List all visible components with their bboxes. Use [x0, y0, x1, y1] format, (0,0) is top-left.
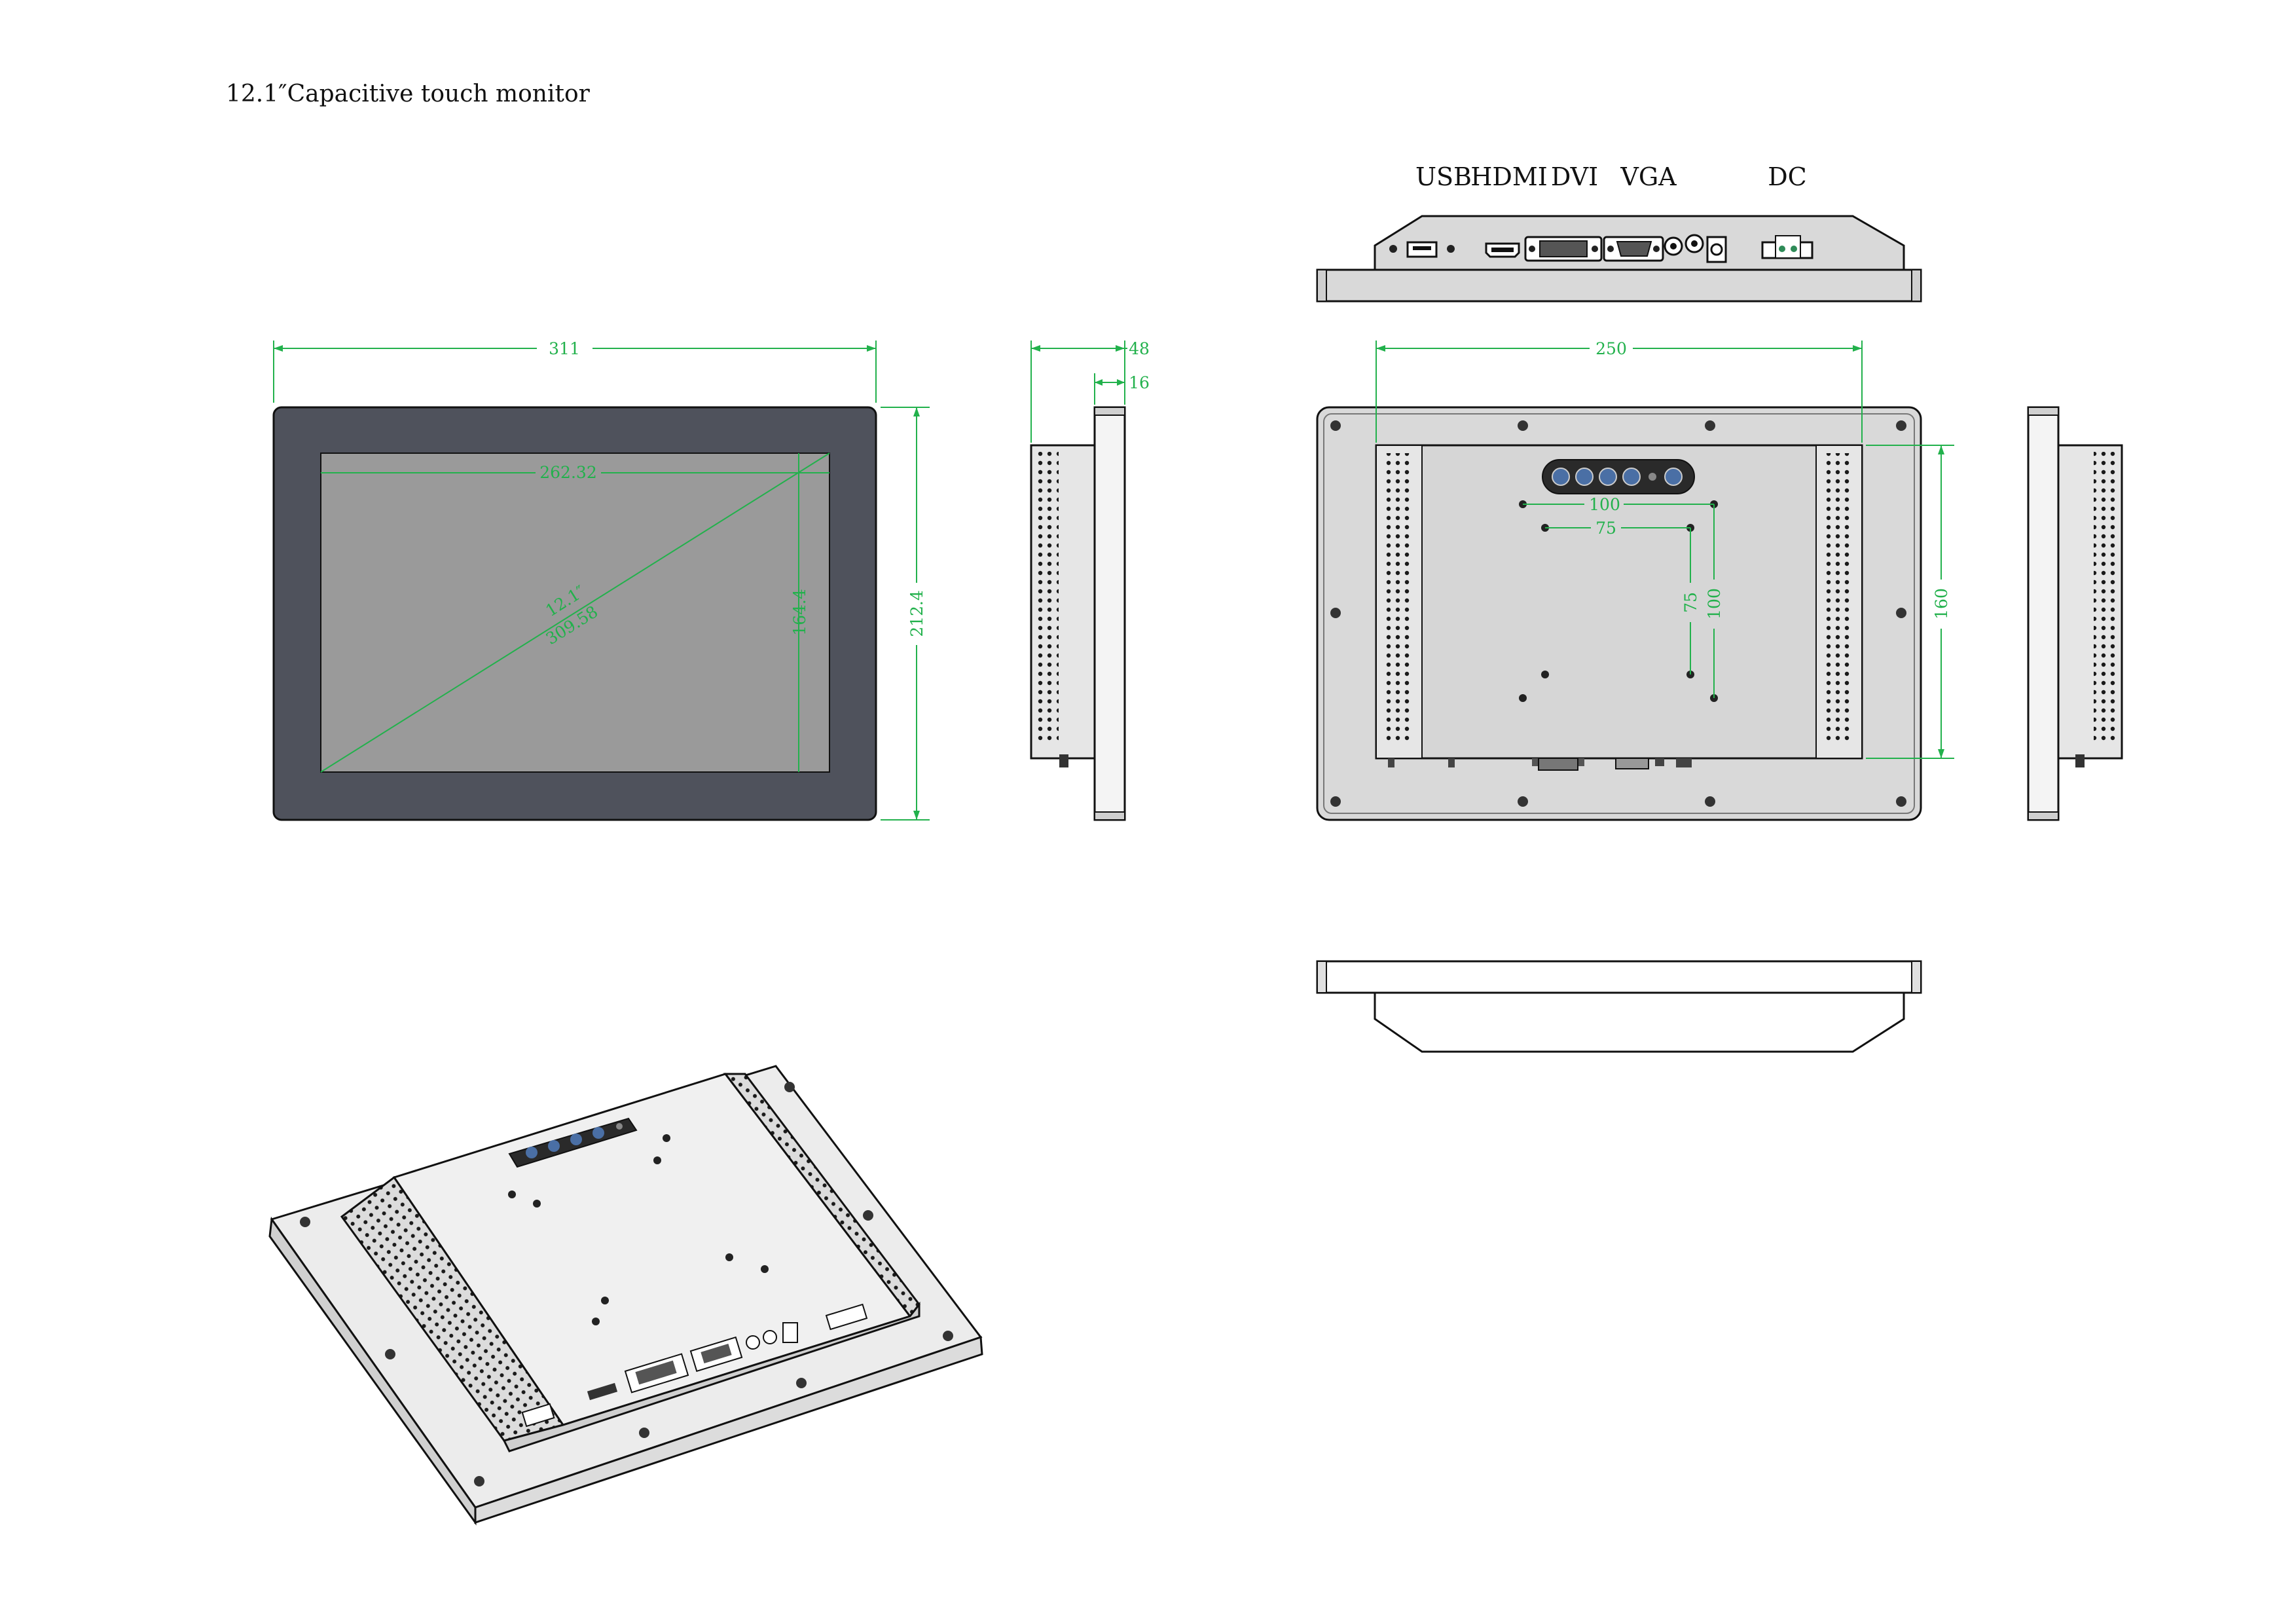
side-vent-grille — [1036, 452, 1059, 741]
iso-port-face — [502, 1301, 920, 1452]
back-height-label: 160 — [1932, 588, 1951, 619]
front-width-label: 311 — [549, 339, 580, 358]
bottom-view — [1316, 960, 1922, 1053]
side-bezel — [1093, 406, 1126, 821]
vga-label: VGA — [1620, 162, 1677, 191]
back-view: 100 75 75 100 250 160 — [1316, 339, 1954, 821]
dvi-label: DVI — [1551, 162, 1598, 191]
active-width-label: 262.32 — [539, 463, 596, 482]
usb-label: USB — [1415, 162, 1472, 191]
osd-button-strip — [1542, 459, 1695, 494]
drawing-title: 12.1″Capacitive touch monitor — [226, 81, 591, 107]
front-height-label: 212.4 — [907, 590, 926, 637]
back-width-label: 250 — [1595, 339, 1627, 358]
ports-view: USB HDMI DVI VGA DC — [1316, 162, 1922, 303]
isometric-rear-view — [268, 1065, 983, 1526]
ports-bezel — [1316, 268, 1922, 303]
side-view: 48 16 — [1030, 339, 1150, 821]
active-height-label: 164.4 — [790, 589, 809, 636]
vesa-75-horizontal-label: 75 — [1595, 519, 1616, 538]
right-side-view — [2027, 406, 2123, 821]
total-depth-label: 48 — [1129, 339, 1150, 358]
front-view: 12.1″ 309.58 262.32 164.4 311 212.4 — [272, 339, 930, 821]
vesa-100-horizontal-label: 100 — [1589, 495, 1620, 514]
vesa-75-vertical-label: 75 — [1681, 592, 1700, 613]
bezel-depth-label: 16 — [1129, 373, 1150, 392]
hdmi-label: HDMI — [1470, 162, 1548, 191]
vesa-100-vertical-label: 100 — [1705, 588, 1724, 619]
diagonal-dimension-line — [320, 452, 830, 773]
dc-label: DC — [1768, 162, 1807, 191]
